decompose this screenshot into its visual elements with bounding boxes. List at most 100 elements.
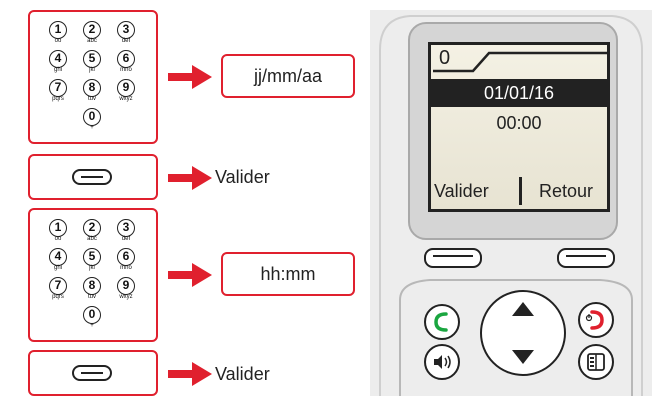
navigation-key[interactable] <box>480 290 566 376</box>
key-digit: 3 <box>117 21 135 39</box>
key-digit: 8 <box>83 277 101 295</box>
time-format-text: hh:mm <box>260 264 316 284</box>
end-call-button[interactable] <box>578 302 614 338</box>
key-digit: 4 <box>49 248 67 266</box>
right-softkey-label: Retour <box>539 181 594 201</box>
key-digit: 8 <box>83 79 101 97</box>
key-letters: + <box>90 125 94 131</box>
key-digit: 5 <box>83 248 101 266</box>
key-digit: 6 <box>117 248 135 266</box>
key-letters: mno <box>120 265 132 271</box>
key-letters: tuv <box>87 96 96 102</box>
key-digit: 7 <box>49 79 67 97</box>
arrow-right-icon <box>168 263 212 287</box>
key-letters: wxyz <box>119 96 133 102</box>
softkey-icon <box>72 169 112 185</box>
key-letters: wxyz <box>119 294 133 300</box>
nav-up-icon <box>512 302 534 316</box>
arrow-right-icon <box>168 166 212 190</box>
end-call-icon <box>585 310 604 330</box>
line-bar-icon <box>433 51 607 73</box>
left-softkey-label: Valider <box>434 181 489 201</box>
key-letters: jkl <box>89 265 95 271</box>
line-number: 0 <box>439 47 451 69</box>
key-letters: ghi <box>53 265 62 271</box>
softkey-icon <box>72 365 112 381</box>
date-format-box: jj/mm/aa <box>221 54 355 98</box>
key-letters: tuv <box>87 294 96 300</box>
key-digit: 0 <box>83 108 101 126</box>
key-digit: 1 <box>49 21 67 39</box>
key-digit: 1 <box>49 219 67 237</box>
softkey-box-1 <box>28 154 158 200</box>
key-digit: 2 <box>83 21 101 39</box>
date-display: 01/01/16 <box>431 79 607 107</box>
phone-body-outline <box>379 15 643 396</box>
softkey-divider <box>519 177 522 205</box>
phonebook-button[interactable] <box>578 344 614 380</box>
softkey-box-2 <box>28 350 158 396</box>
left-softkey-button[interactable] <box>424 248 482 268</box>
speaker-button[interactable] <box>424 344 460 380</box>
key-digit: 7 <box>49 277 67 295</box>
key-digit: 4 <box>49 50 67 68</box>
key-letters: abc <box>87 38 97 44</box>
key-digit: 2 <box>83 219 101 237</box>
key-0: 0+ <box>76 107 110 131</box>
validate-label-1: Valider <box>215 167 270 187</box>
call-icon <box>434 312 448 332</box>
key-letters: pqrs <box>52 294 64 300</box>
key-letters: pqrs <box>52 96 64 102</box>
right-softkey-button[interactable] <box>557 248 615 268</box>
key-letters: oo <box>54 236 62 242</box>
key-digit: 9 <box>117 79 135 97</box>
key-digit: 9 <box>117 277 135 295</box>
key-letters: ghi <box>53 67 62 73</box>
key-letters: abc <box>87 236 97 242</box>
key-letters: mno <box>120 67 132 73</box>
validate-label-2: Valider <box>215 364 270 384</box>
key-letters: jkl <box>89 67 95 73</box>
key-letters: def <box>121 236 131 242</box>
key-digit: 0 <box>83 306 101 324</box>
speaker-icon <box>434 355 451 369</box>
phonebook-icon <box>587 353 605 371</box>
nav-down-icon <box>512 350 534 364</box>
arrow-right-icon <box>168 362 212 386</box>
time-display: 00:00 <box>496 113 542 133</box>
time-format-box: hh:mm <box>221 252 355 296</box>
key-0: 0+ <box>76 305 110 329</box>
date-format-text: jj/mm/aa <box>253 66 322 86</box>
key-letters: def <box>121 38 131 44</box>
phone-lcd: 0 01/01/16 00:00 Valider Retour <box>428 42 610 212</box>
key-digit: 6 <box>117 50 135 68</box>
key-letters: + <box>90 323 94 329</box>
key-digit: 3 <box>117 219 135 237</box>
arrow-right-icon <box>168 65 212 89</box>
key-digit: 5 <box>83 50 101 68</box>
call-button[interactable] <box>424 304 460 340</box>
key-letters: oo <box>54 38 62 44</box>
